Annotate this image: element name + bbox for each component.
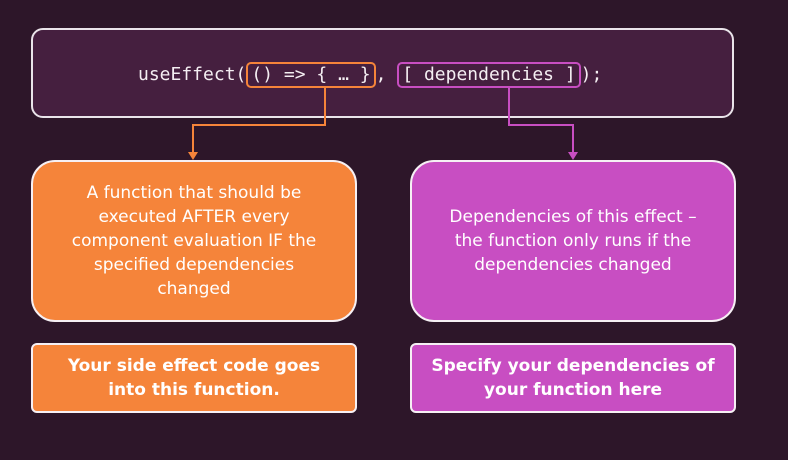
dependencies-description-text: Dependencies of this effect – the functi… (449, 207, 697, 275)
code-snippet: useEffect(() => { … }, [ dependencies ])… (138, 62, 602, 88)
dependencies-note-box: Specify your dependencies of your functi… (410, 343, 736, 413)
dependencies-description-card: Dependencies of this effect – the functi… (410, 160, 736, 322)
code-separator: , (375, 64, 398, 85)
function-connector-arrowhead (188, 152, 198, 160)
code-box (31, 28, 734, 118)
function-arg-highlight: () => { … } (246, 62, 376, 88)
dependencies-note-text: Specify your dependencies of your functi… (431, 356, 715, 400)
function-note-box: Your side effect code goes into this fun… (31, 343, 357, 413)
function-description-card: A function that should be executed AFTER… (31, 160, 357, 322)
dependencies-connector-arrowhead (568, 152, 578, 160)
dependencies-arg-highlight: [ dependencies ] (397, 62, 581, 88)
code-suffix: ); (580, 64, 603, 85)
code-prefix: useEffect( (138, 64, 247, 85)
function-note-text: Your side effect code goes into this fun… (67, 356, 321, 400)
function-description-text: A function that should be executed AFTER… (71, 183, 317, 299)
